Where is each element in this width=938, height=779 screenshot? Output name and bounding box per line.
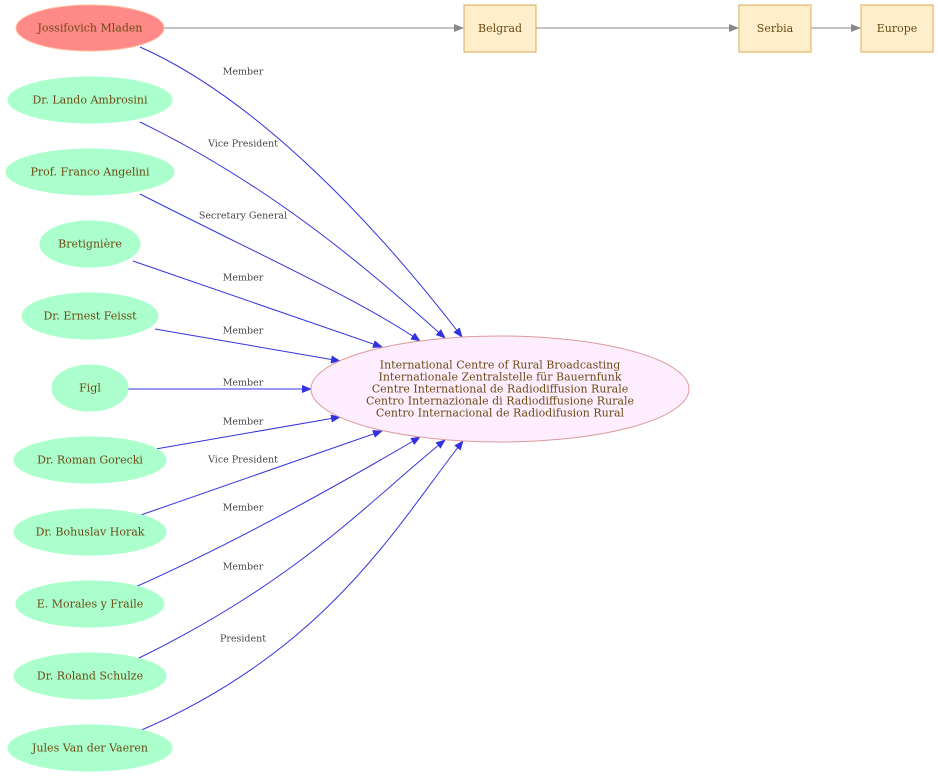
edge-person-role	[132, 260, 383, 348]
edge-label-role: Secretary General	[199, 211, 287, 222]
edge-label-role: Member	[223, 562, 264, 573]
place-node-label: Europe	[877, 22, 918, 35]
edge-person-role	[132, 436, 421, 589]
edge-label-role: Vice President	[207, 455, 278, 466]
person-node[interactable]	[15, 580, 165, 628]
person-node[interactable]	[21, 292, 159, 340]
edge-origin-role	[139, 46, 463, 338]
person-node[interactable]	[13, 436, 167, 484]
person-node-label: Dr. Bohuslav Horak	[36, 526, 145, 539]
person-node-label: Bretignière	[58, 238, 122, 251]
person-node-label: Dr. Ernest Feisst	[43, 310, 137, 323]
edge-person-role	[134, 439, 446, 661]
origin-node[interactable]	[15, 4, 165, 52]
organization-name-line: Centro Internacional de Radiodifusion Ru…	[376, 407, 625, 420]
person-node[interactable]	[13, 652, 167, 700]
nodes-layer: Jossifovich Mladen Belgrad Serbia EuropeDr.…	[5, 4, 934, 772]
edge-label-role: President	[220, 634, 266, 645]
person-node[interactable]	[51, 364, 129, 412]
edge-label-role: Member	[223, 273, 264, 284]
edge-label-role: Member	[223, 417, 264, 428]
organization-name-line: International Centre of Rural Broadcasti…	[380, 359, 621, 372]
edge-person-role	[149, 414, 341, 451]
edge-label-origin-role: Member	[223, 67, 264, 78]
person-node[interactable]	[13, 508, 167, 556]
edge-person-role	[154, 328, 341, 364]
person-node-label: Dr. Roland Schulze	[37, 670, 143, 683]
person-node-label: E. Morales y Fraile	[37, 598, 144, 611]
person-node[interactable]	[39, 220, 141, 268]
edge-person-role	[136, 440, 464, 733]
person-node-label: Prof. Franco Angelini	[31, 166, 150, 179]
organization-name-line: Centro Internazionale di Radiodiffusione…	[366, 395, 634, 408]
person-node[interactable]	[7, 724, 173, 772]
organization-node[interactable]	[310, 335, 690, 443]
person-node[interactable]	[5, 148, 175, 196]
person-node-label: Jules Van der Vaeren	[31, 742, 148, 755]
place-node[interactable]	[860, 4, 934, 53]
edge-person-role	[139, 193, 421, 342]
organization-name-line: Centre International de Radiodiffusion R…	[372, 383, 629, 396]
organization-name-line: Internationale Zentralstelle für Bauernf…	[379, 371, 622, 384]
place-node-label: Belgrad	[478, 22, 522, 35]
edge-person-role	[139, 121, 446, 339]
edge-label-role: Member	[223, 503, 264, 514]
place-node[interactable]	[463, 4, 537, 53]
edge-label-role: Member	[223, 326, 264, 337]
place-node[interactable]	[738, 4, 812, 53]
person-node-label: Dr. Lando Ambrosini	[32, 94, 148, 107]
person-node-label: Figl	[79, 382, 101, 395]
edge-person-role	[137, 430, 383, 517]
person-node-label: Dr. Roman Gorecki	[37, 454, 143, 467]
edge-label-role: Vice President	[207, 139, 278, 150]
person-node[interactable]	[7, 76, 173, 124]
edge-label-role: Member	[223, 378, 264, 389]
origin-node-label: Jossifovich Mladen	[37, 22, 143, 35]
place-node-label: Serbia	[757, 22, 794, 35]
